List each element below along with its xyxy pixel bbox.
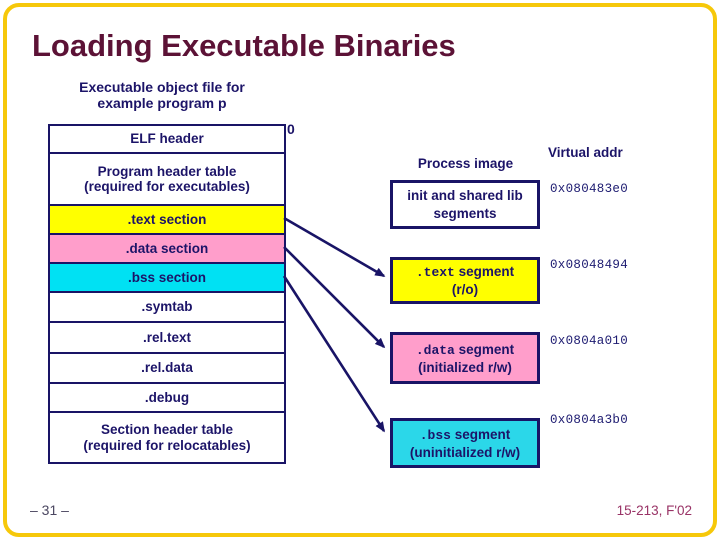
- arrow-text-section-to-segment: [283, 216, 386, 278]
- virtual-addr-data: 0x0804a010: [550, 334, 629, 348]
- table-row-program-header-table: Program header table (required for execu…: [50, 154, 284, 206]
- table-row-bss-section: .bss section: [50, 264, 284, 293]
- page-number: – 31 –: [30, 502, 69, 518]
- table-row-rel-text: .rel.text: [50, 323, 284, 354]
- table-row-debug: .debug: [50, 384, 284, 413]
- table-row-text-section: .text section: [50, 206, 284, 235]
- virtual-addr-text: 0x08048494: [550, 258, 629, 272]
- virtual-addr-init: 0x080483e0: [550, 182, 629, 196]
- object-file-caption-line1: Executable object file for: [79, 79, 245, 95]
- table-row-section-header-table: Section header table (required for reloc…: [83, 422, 251, 453]
- virtual-addr-heading: Virtual addr: [548, 145, 623, 160]
- table-row-elf-header: ELF header: [50, 126, 284, 154]
- object-file-caption: Executable object file for example progr…: [36, 79, 288, 111]
- table-row-rel-data: .rel.data: [50, 354, 284, 384]
- segment-box-data: .data segment (initialized r/w): [390, 332, 540, 384]
- table-row-data-section: .data section: [50, 235, 284, 264]
- page-title: Loading Executable Binaries: [32, 28, 456, 63]
- segment-box-text: .text segment (r/o): [390, 257, 540, 304]
- course-footer: 15-213, F'02: [616, 503, 692, 518]
- arrow-bss-section-to-segment: [282, 275, 386, 433]
- offset-zero-label: 0: [287, 121, 295, 137]
- process-image-heading: Process image: [417, 156, 514, 171]
- table-row-symtab: .symtab: [50, 293, 284, 323]
- segment-box-bss: .bss segment (uninitialized r/w): [390, 418, 540, 468]
- elf-object-file-table: ELF header Program header table (require…: [48, 124, 286, 464]
- object-file-caption-line2: example program p: [97, 95, 227, 111]
- virtual-addr-bss: 0x0804a3b0: [550, 413, 629, 427]
- arrow-data-section-to-segment: [283, 246, 386, 349]
- segment-box-init-shared-lib: init and shared lib segments: [390, 180, 540, 229]
